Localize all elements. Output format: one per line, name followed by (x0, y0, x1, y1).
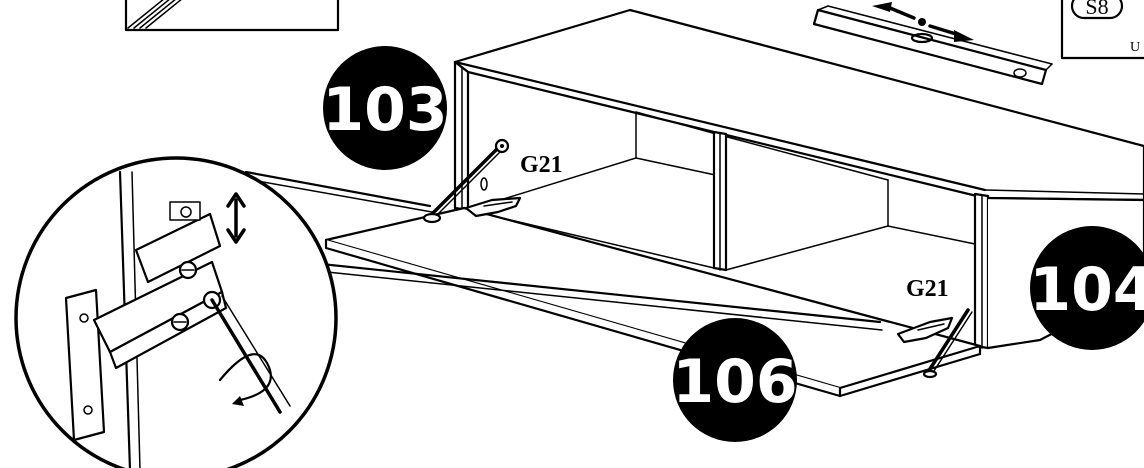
hinge-label-right: G21 (906, 276, 949, 302)
part-code-text: S8 (1085, 0, 1108, 19)
spirit-level-tool (812, 2, 1053, 86)
left-hinge-icon (464, 196, 522, 218)
hinge-label-left: G21 (520, 152, 563, 178)
hinge-plate-icon (64, 288, 106, 442)
spec-box-fragment: S8 U (1060, 0, 1144, 60)
arrow-right-icon (954, 30, 974, 42)
glass-panel-fragment (124, 0, 340, 32)
step-number-103: 103 (322, 75, 447, 145)
step-badge-103: 103 (322, 46, 448, 170)
step-badge-106: 106 (672, 318, 798, 442)
spec-partial-text: U (1130, 40, 1140, 55)
step-badge-104: 104 (1029, 226, 1144, 350)
right-hinge-icon (896, 316, 954, 344)
part-code-badge (1070, 0, 1124, 20)
right-hinge-assembly (896, 308, 973, 379)
step-number-104: 104 (1029, 255, 1144, 325)
left-hinge-assembly (422, 138, 522, 224)
arrow-left-icon (872, 2, 892, 12)
zoom-leader-lines (244, 170, 883, 331)
rotate-arrow-icon (218, 353, 272, 402)
step-number-106: 106 (672, 347, 797, 417)
hinge-detail-magnifier (14, 156, 338, 468)
